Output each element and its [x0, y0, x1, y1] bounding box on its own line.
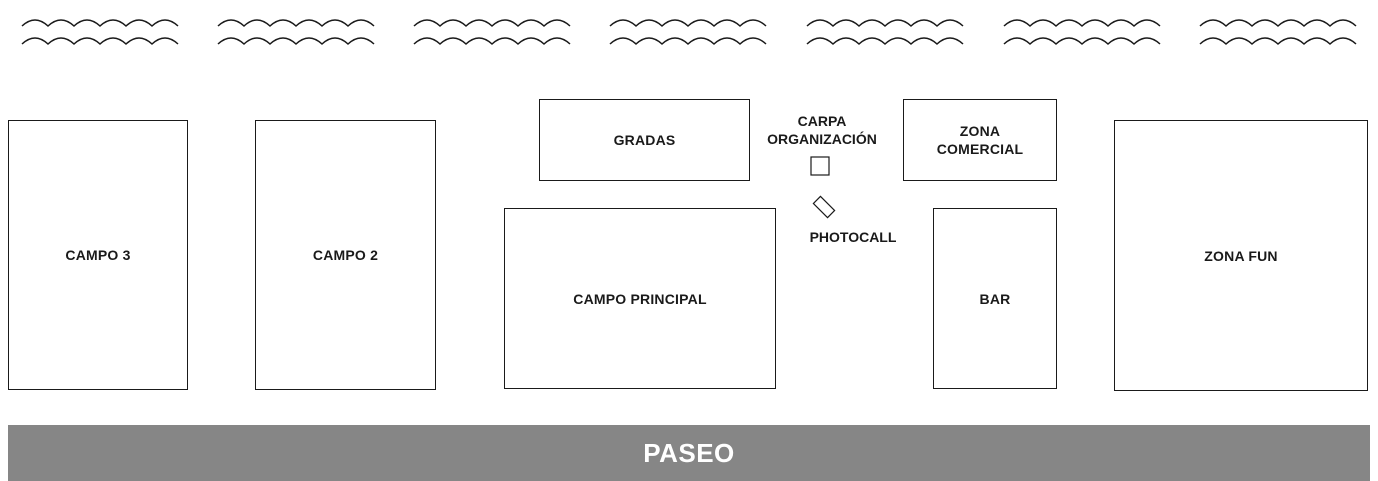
zone-campo-2-label: CAMPO 2	[312, 247, 379, 263]
wave-icon	[806, 19, 964, 46]
zone-bar: BAR	[933, 208, 1057, 389]
water-waves	[21, 19, 1357, 46]
paseo-label: PASEO	[643, 437, 735, 468]
zone-zona-comercial-label: ZONA COMERCIAL	[936, 123, 1024, 157]
zone-gradas-label: GRADAS	[613, 132, 676, 148]
diamond-photocall-icon	[812, 195, 836, 219]
zone-campo-3-label: CAMPO 3	[65, 247, 131, 263]
zone-campo-principal-label: CAMPO PRINCIPAL	[573, 290, 707, 307]
zone-campo-3: CAMPO 3	[8, 120, 188, 390]
photocall-label: PHOTOCALL	[809, 229, 897, 245]
zone-bar-label: BAR	[979, 290, 1011, 307]
zone-zona-fun: ZONA FUN	[1114, 120, 1368, 391]
wave-icon	[21, 19, 179, 46]
zone-campo-principal: CAMPO PRINCIPAL	[504, 208, 776, 389]
wave-icon	[217, 19, 375, 46]
wave-icon	[609, 19, 767, 46]
zone-zona-fun-label: ZONA FUN	[1204, 247, 1278, 264]
zone-gradas: GRADAS	[539, 99, 750, 181]
wave-icon	[1003, 19, 1161, 46]
carpa-organizacion-label: CARPA ORGANIZACIÓN	[767, 113, 877, 147]
wave-icon	[1199, 19, 1357, 46]
square-tent-icon	[810, 156, 830, 176]
paseo-band: PASEO	[8, 425, 1370, 481]
wave-icon	[413, 19, 571, 46]
zone-campo-2: CAMPO 2	[255, 120, 436, 390]
zone-zona-comercial: ZONA COMERCIAL	[903, 99, 1057, 181]
